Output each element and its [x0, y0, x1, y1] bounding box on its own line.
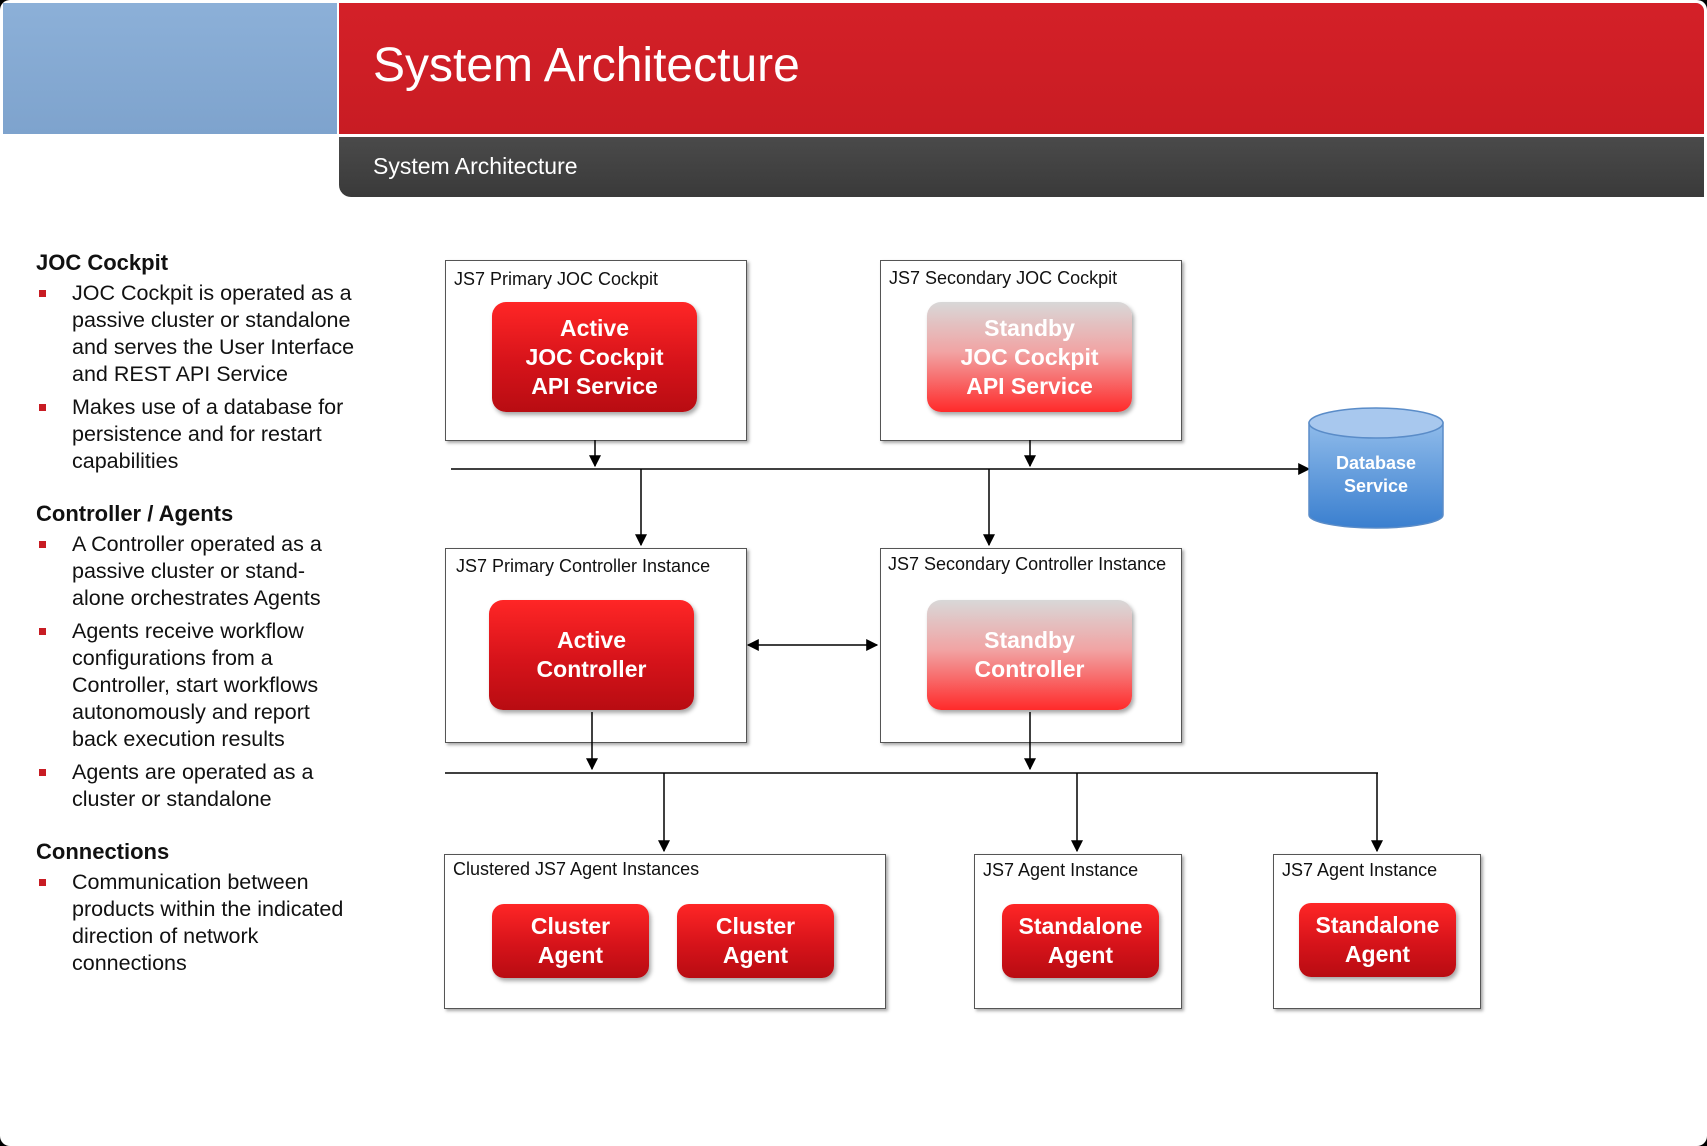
secondary-joc-label: JS7 Secondary JOC Cockpit [889, 268, 1118, 288]
section-joc-cockpit: JOC Cockpit JOC Cockpit is operated as a… [36, 250, 356, 475]
bullet-item: A Controller operated as a passive clust… [36, 531, 356, 612]
bullet-square-icon [39, 769, 46, 776]
cluster-agent-node-2: Cluster Agent [677, 904, 834, 978]
page-title: System Architecture [373, 39, 800, 92]
bullet-item: Agents are operated as a cluster or stan… [36, 759, 356, 813]
database-service-label: Database Service [1335, 453, 1417, 496]
standalone-agent-node-1: Standalone Agent [1002, 904, 1159, 978]
header-title-bar [339, 3, 1704, 134]
agent-instance-label-1: JS7 Agent Instance [983, 860, 1139, 880]
active-controller-node: Active Controller [489, 600, 694, 710]
bullet-item: Agents receive workflow configurations f… [36, 618, 356, 753]
section-controller-agents: Controller / Agents A Controller operate… [36, 501, 356, 813]
standby-controller-node: Standby Controller [927, 600, 1132, 710]
description-panel: JOC Cockpit JOC Cockpit is operated as a… [36, 250, 356, 1003]
bullet-square-icon [39, 879, 46, 886]
bullet-item: JOC Cockpit is operated as a passive clu… [36, 280, 356, 388]
header-subtitle-bar [339, 137, 1704, 197]
header-accent-block [3, 3, 337, 134]
section-title: JOC Cockpit [36, 250, 169, 275]
standby-joc-cockpit-node: Standby JOC Cockpit API Service [927, 302, 1132, 412]
bullet-item: Communication between products within th… [36, 869, 356, 977]
section-title: Controller / Agents [36, 501, 234, 526]
primary-joc-label: JS7 Primary JOC Cockpit [454, 269, 659, 289]
bullet-square-icon [39, 541, 46, 548]
bullet-square-icon [39, 290, 46, 297]
bullet-square-icon [39, 628, 46, 635]
page-subtitle: System Architecture [373, 153, 578, 179]
section-connections: Connections Communication between produc… [36, 839, 356, 977]
active-joc-cockpit-node: Active JOC Cockpit API Service [492, 302, 697, 412]
section-title: Connections [36, 839, 170, 864]
agent-instance-label-2: JS7 Agent Instance [1282, 860, 1438, 880]
cluster-agent-node-1: Cluster Agent [492, 904, 649, 978]
secondary-controller-label: JS7 Secondary Controller Instance [888, 554, 1167, 574]
standalone-agent-node-2: Standalone Agent [1299, 903, 1456, 977]
bullet-item: Makes use of a database for persistence … [36, 394, 356, 475]
bullet-square-icon [39, 404, 46, 411]
primary-controller-label: JS7 Primary Controller Instance [456, 556, 711, 576]
database-cylinder-icon [1308, 407, 1444, 529]
clustered-agents-label: Clustered JS7 Agent Instances [453, 859, 700, 879]
